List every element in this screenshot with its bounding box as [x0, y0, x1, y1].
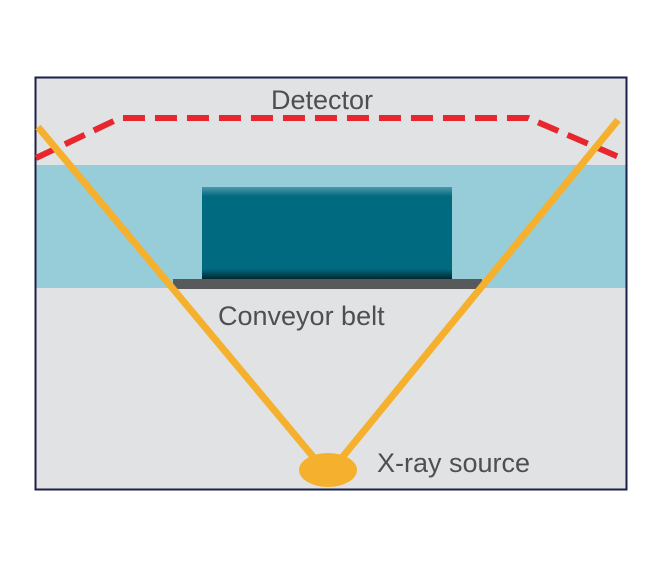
xray-source-label: X-ray source	[377, 448, 530, 478]
xray-beam-right	[333, 117, 621, 468]
detector-label: Detector	[271, 85, 373, 115]
conveyor-belt-label: Conveyor belt	[218, 301, 385, 331]
xray-source	[299, 453, 357, 487]
detector-line	[34, 115, 628, 163]
conveyor-belt	[173, 279, 482, 289]
xray-beam-left	[35, 124, 323, 468]
scanned-object	[202, 187, 452, 280]
